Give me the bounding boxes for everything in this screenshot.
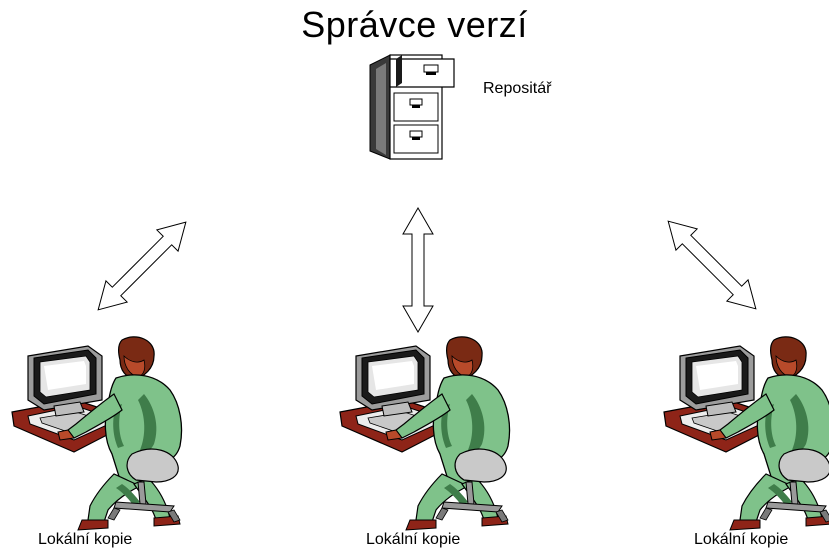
client-label-right: Lokální kopie: [694, 531, 789, 548]
repository-label: Repositář: [483, 80, 552, 97]
computer-user-icon-left: [11, 336, 183, 531]
client-label-center: Lokální kopie: [366, 531, 461, 548]
connection-arrow-center: [402, 207, 434, 333]
connection-arrow-left: [87, 211, 197, 321]
connection-arrow-right: [657, 210, 767, 320]
computer-user-icon-center: [339, 336, 511, 531]
client-label-left: Lokální kopie: [38, 531, 133, 548]
diagram-title: Správce verzí: [301, 4, 528, 45]
file-cabinet-icon: [369, 54, 455, 160]
computer-user-icon-right: [663, 336, 829, 531]
